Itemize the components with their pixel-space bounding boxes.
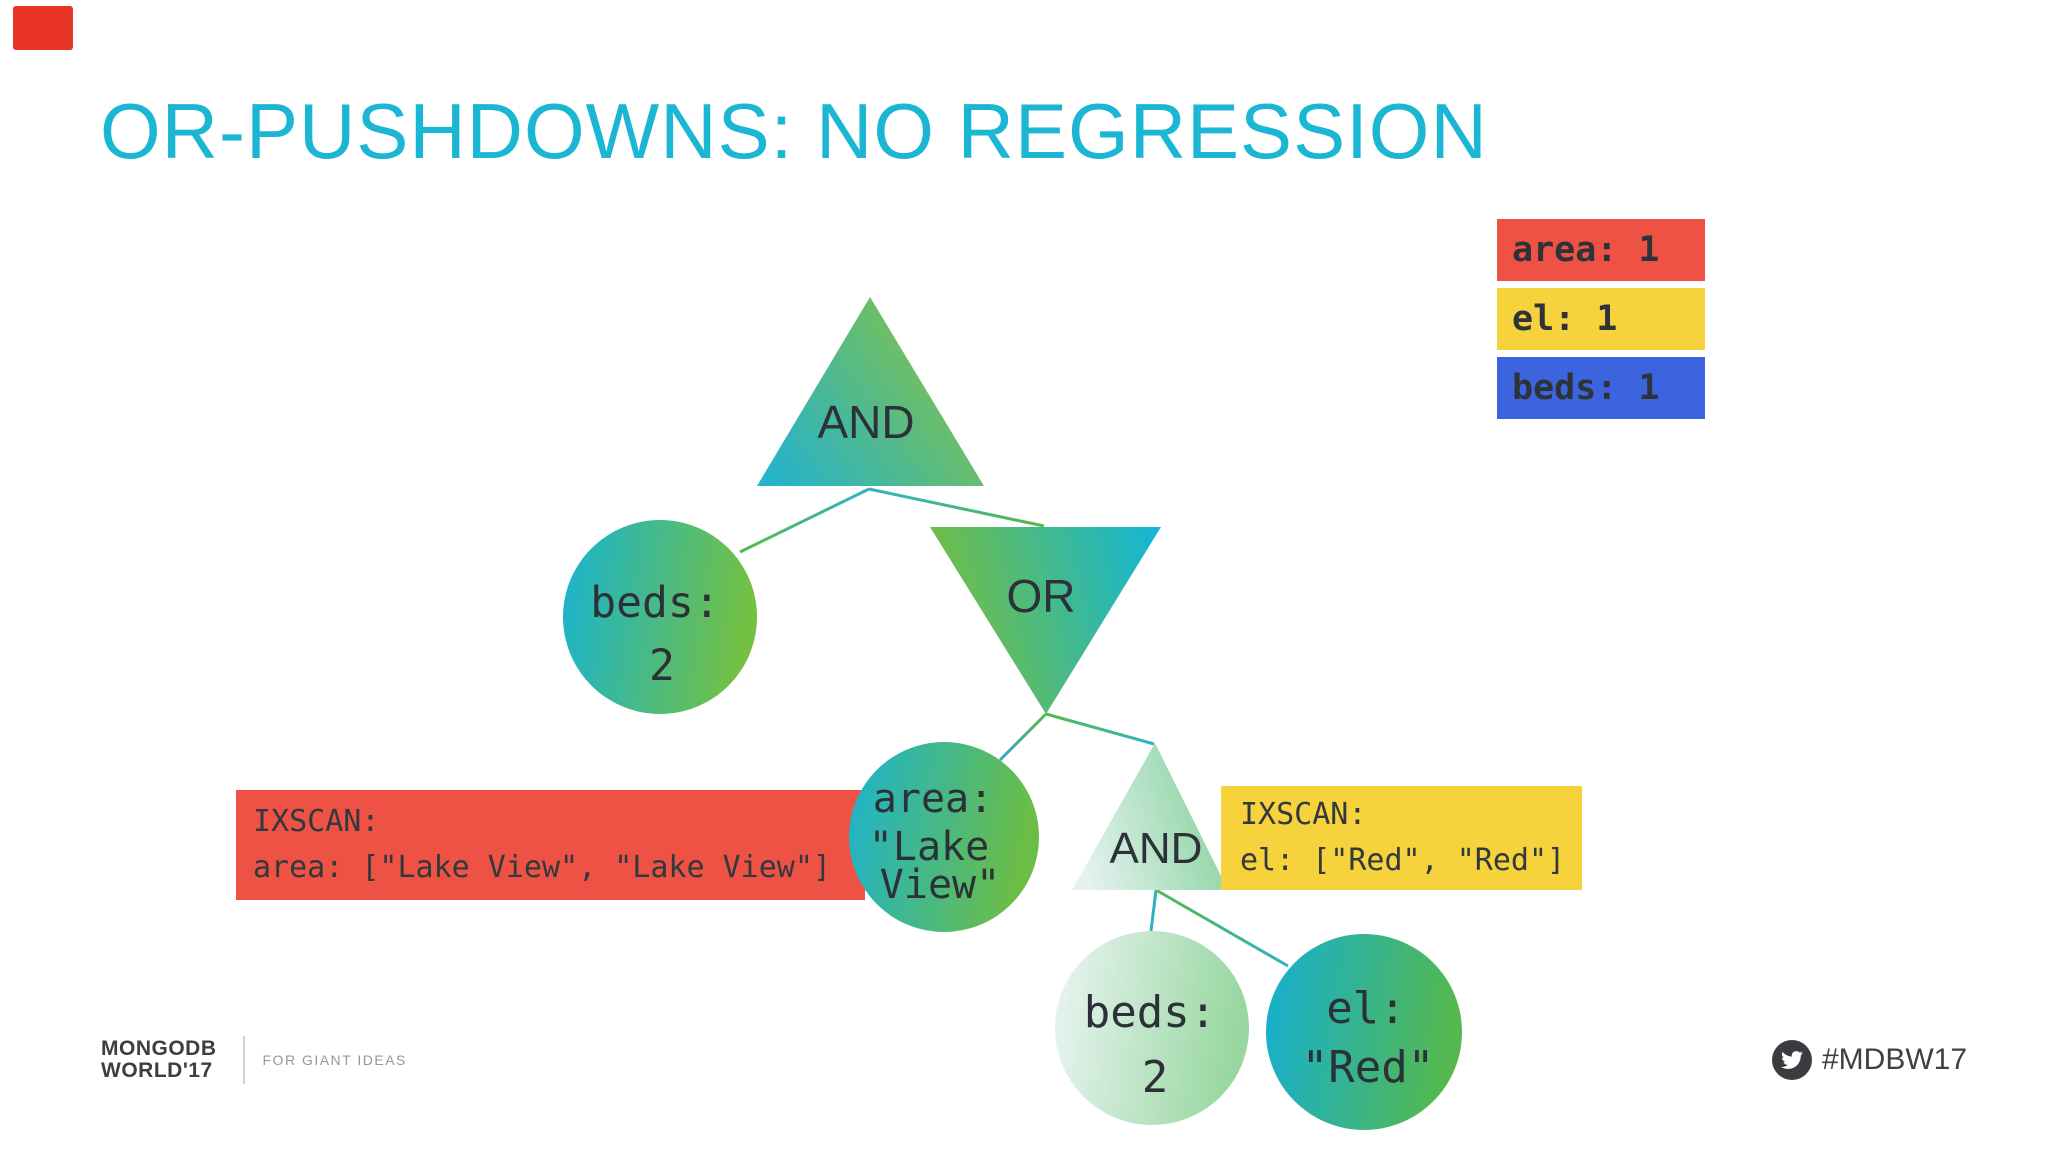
legend-item-area: area: 1: [1497, 219, 1705, 281]
area-node: [849, 742, 1039, 932]
ixscan-area-title: IXSCAN:: [253, 803, 380, 839]
beds-left-node: [563, 520, 757, 714]
and-child-label: AND: [1110, 824, 1203, 873]
index-legend: area: 1 el: 1 beds: 1: [1497, 219, 1705, 426]
legend-label-area: area: 1: [1512, 230, 1660, 270]
legend-item-beds: beds: 1: [1497, 357, 1705, 419]
edge-or-to-area: [998, 712, 1048, 762]
mongodb-world-logo: MONGODB WORLD'17: [101, 1036, 217, 1082]
footer-divider: [242, 1036, 245, 1084]
ixscan-el-title: IXSCAN:: [1240, 796, 1367, 832]
beds-left-label-line1: beds:: [590, 578, 719, 628]
edge-and-to-el: [1155, 888, 1289, 968]
and-root-node: [757, 297, 984, 486]
beds-bottom-label-line1: beds:: [1084, 987, 1216, 1038]
el-node: [1266, 934, 1462, 1130]
area-label-line1: area:: [873, 776, 993, 822]
legend-label-el: el: 1: [1512, 299, 1618, 339]
footer-tagline: FOR GIANT IDEAS: [262, 1052, 407, 1068]
beds-bottom-label-line2: 2: [1142, 1052, 1169, 1103]
event-hashtag: #MDBW17: [1822, 1043, 1968, 1076]
corner-accent-badge: [13, 6, 73, 50]
twitter-bird-glyph: [1781, 1051, 1803, 1069]
beds-left-label-line2: 2: [649, 641, 675, 691]
el-label-line1: el:: [1326, 983, 1405, 1034]
beds-bottom-node: [1055, 931, 1249, 1125]
footer-brand: MONGODB WORLD'17 FOR GIANT IDEAS: [101, 1036, 407, 1084]
or-label: OR: [1007, 570, 1076, 622]
or-node: [930, 527, 1161, 714]
ixscan-el-detail: el: ["Red", "Red"]: [1240, 843, 1566, 878]
brand-line2: WORLD'17: [101, 1059, 213, 1082]
page-title: OR-PUSHDOWNS: NO REGRESSION: [100, 87, 1488, 175]
edge-or-to-and: [1045, 712, 1155, 746]
edge-root-to-or: [868, 487, 1045, 528]
edge-root-to-beds: [739, 487, 870, 554]
el-label-line2: "Red": [1302, 1042, 1434, 1093]
area-label-line3: View": [880, 862, 1000, 908]
ixscan-area-callout: IXSCAN: area: ["Lake View", "Lake View"]: [236, 790, 865, 900]
brand-line1: MONGODB: [101, 1036, 217, 1060]
legend-label-beds: beds: 1: [1512, 368, 1660, 408]
footer-social: #MDBW17: [1772, 1040, 1967, 1080]
legend-item-el: el: 1: [1497, 288, 1705, 350]
area-label-line2: "Lake: [869, 824, 989, 870]
edge-and-to-beds: [1149, 889, 1158, 932]
and-child-node: [1072, 743, 1228, 890]
ixscan-area-detail: area: ["Lake View", "Lake View"]: [253, 850, 831, 885]
and-root-label: AND: [817, 396, 914, 448]
twitter-icon: [1772, 1040, 1812, 1080]
ixscan-el-callout: IXSCAN: el: ["Red", "Red"]: [1221, 786, 1582, 890]
